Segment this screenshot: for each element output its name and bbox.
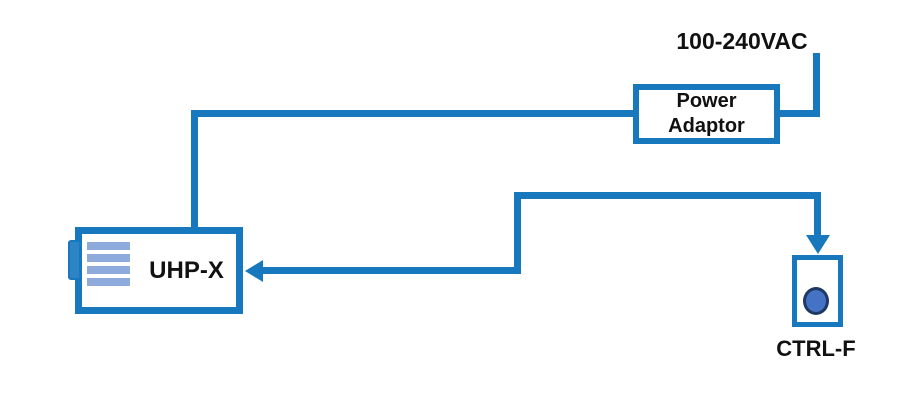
connector-adaptor-to-uhpx-horizontal	[192, 110, 633, 117]
ctrlf-label: CTRL-F	[776, 336, 856, 361]
power-adaptor-label-line1: Power	[676, 90, 737, 112]
ctrlf-controller-box	[792, 255, 843, 327]
connector-uhpx-ctrlf-drop	[814, 192, 821, 242]
power-adaptor-box: Power Adaptor	[633, 84, 780, 144]
connector-ac-to-adaptor-vertical	[813, 53, 820, 117]
power-adaptor-label-line2: Adaptor	[668, 115, 745, 137]
connector-uhpx-ctrlf-riser	[514, 192, 521, 274]
connector-ac-to-adaptor-horizontal	[777, 110, 820, 117]
arrowhead-into-uhpx-icon	[245, 260, 263, 282]
uhpx-label: UHP-X	[149, 256, 224, 284]
arrowhead-into-ctrlf-icon	[806, 235, 830, 254]
vent-grille-icon	[87, 242, 130, 286]
vent-bar	[87, 278, 130, 286]
uhpx-projector-box: UHP-X	[68, 227, 243, 314]
control-button-icon	[803, 287, 829, 315]
vent-bar	[87, 254, 130, 262]
vent-bar	[87, 266, 130, 274]
vent-bar	[87, 242, 130, 250]
ac-source-label: 100-240VAC	[676, 28, 808, 54]
projector-lens-icon	[68, 240, 81, 280]
connector-uhpx-ctrlf-upper-horizontal	[514, 192, 821, 199]
connector-adaptor-to-uhpx-vertical	[191, 110, 198, 230]
connector-uhpx-ctrlf-lower-horizontal	[260, 267, 521, 274]
